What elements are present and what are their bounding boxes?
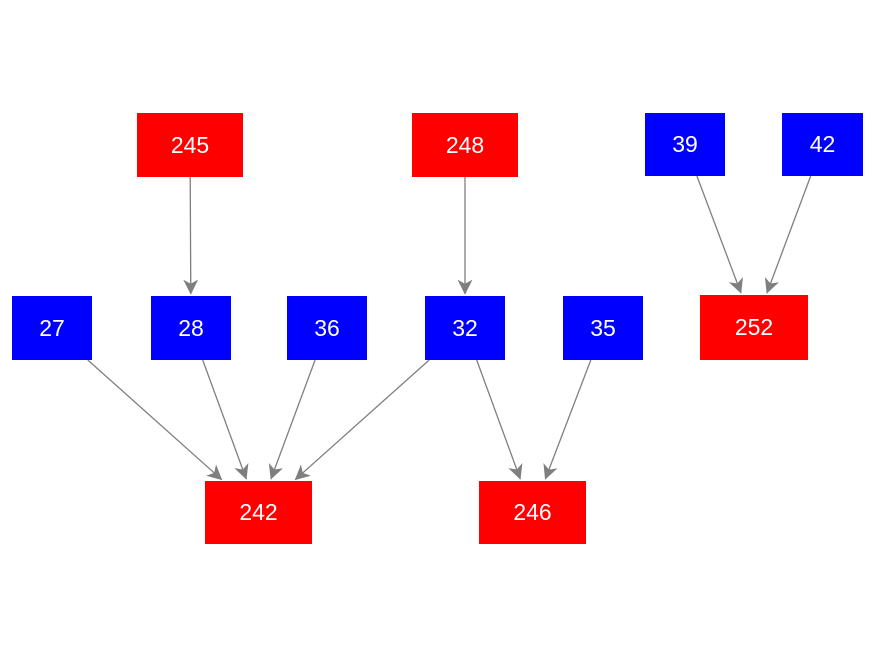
- node-36: 36: [287, 296, 367, 360]
- node-42-label: 42: [809, 131, 836, 157]
- edge-32-to-242: [294, 359, 430, 481]
- node-27: 27: [12, 296, 92, 360]
- edge-35-to-246: [543, 359, 592, 480]
- edge-42-to-252: [764, 175, 812, 294]
- node-246-label: 246: [513, 499, 552, 525]
- node-252-label: 252: [734, 314, 774, 340]
- node-36-label: 36: [314, 314, 340, 341]
- node-245-label: 245: [170, 131, 210, 158]
- node-28-label: 28: [178, 314, 204, 341]
- node-242: 242: [205, 481, 312, 544]
- node-27-label: 27: [39, 314, 65, 341]
- edge-28-to-242: [202, 359, 249, 480]
- edge-36-to-242: [268, 359, 316, 480]
- node-32-label: 32: [452, 314, 478, 341]
- edge-27-to-242: [87, 359, 223, 481]
- edge-39-to-252: [696, 175, 743, 294]
- node-35: 35: [563, 296, 643, 360]
- node-39-label: 39: [672, 131, 698, 157]
- node-248-label: 248: [445, 131, 485, 158]
- node-242-label: 242: [239, 499, 278, 525]
- edge-245-to-28: [183, 176, 199, 295]
- node-35-label: 35: [590, 314, 616, 341]
- node-245: 245: [137, 113, 243, 177]
- node-39: 39: [645, 113, 725, 176]
- node-42: 42: [782, 113, 863, 176]
- node-248: 248: [412, 113, 518, 177]
- node-28: 28: [151, 296, 231, 360]
- edge-32-to-246: [476, 359, 523, 480]
- node-246: 246: [479, 481, 586, 544]
- node-32: 32: [425, 296, 505, 360]
- node-252: 252: [700, 295, 808, 360]
